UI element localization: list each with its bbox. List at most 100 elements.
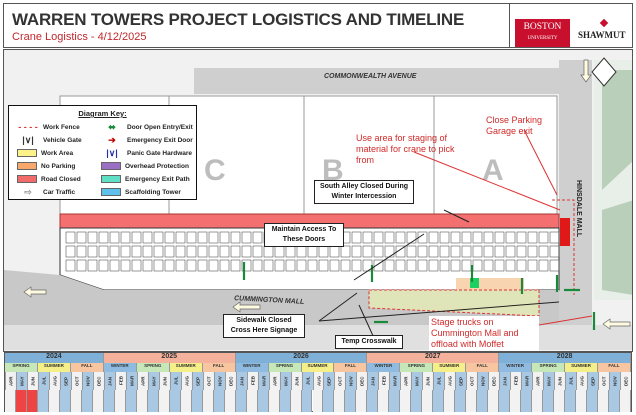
- north-arrow-icon: [591, 57, 617, 87]
- cummington-mall-road: [4, 270, 559, 325]
- room: [472, 245, 483, 258]
- timeline-month: JUL: [565, 372, 577, 390]
- garage-exit-closed: [560, 218, 570, 246]
- room: [208, 245, 219, 258]
- legend-swatch: [17, 149, 37, 157]
- timeline-season: SUMMER: [565, 363, 599, 372]
- room: [120, 259, 131, 272]
- timeline-cell: [455, 390, 467, 412]
- legend-label: Overhead Protection: [125, 162, 189, 170]
- room: [406, 231, 417, 244]
- timeline-month: JAN: [235, 372, 247, 390]
- timeline-month: AUG: [444, 372, 456, 390]
- timeline-year: 2028: [499, 353, 631, 363]
- timeline-cell: [224, 390, 236, 412]
- timeline-month: OCT: [70, 372, 82, 390]
- legend-item: Emergency Exit Path: [101, 173, 190, 185]
- room: [538, 245, 549, 258]
- legend-item: |∨|Vehicle Gate: [17, 134, 81, 146]
- timeline-cell: [543, 390, 555, 412]
- timeline-cell: [213, 390, 225, 412]
- legend-swatch: [101, 188, 121, 196]
- timeline-year: 2025: [103, 353, 236, 363]
- timeline-cell: [334, 390, 346, 412]
- timeline-month: OCT: [202, 372, 214, 390]
- timeline-cell: [5, 390, 16, 412]
- room: [483, 259, 494, 272]
- dashed-red-line-icon: - - - -: [18, 122, 38, 132]
- room: [417, 245, 428, 258]
- timeline-cell: [576, 390, 588, 412]
- timeline-cell: [444, 390, 456, 412]
- room: [549, 231, 560, 244]
- room: [120, 231, 131, 244]
- timeline-season: WINTER: [367, 363, 401, 372]
- timeline-season: WINTER: [103, 363, 137, 372]
- timeline-month: APR: [136, 372, 148, 390]
- room: [219, 245, 230, 258]
- room: [98, 245, 109, 258]
- room: [549, 259, 560, 272]
- timeline-month: MAR: [521, 372, 533, 390]
- room: [87, 231, 98, 244]
- timeline-month: JAN: [103, 372, 115, 390]
- room: [87, 245, 98, 258]
- timeline-cell: [279, 390, 291, 412]
- timeline-cell: [367, 390, 379, 412]
- timeline-cell: [378, 390, 390, 412]
- timeline-cell: [136, 390, 148, 412]
- timeline-cell: [422, 390, 434, 412]
- timeline-cell: [587, 390, 599, 412]
- timeline-month: OCT: [598, 372, 610, 390]
- timeline-month: DEC: [224, 372, 236, 390]
- room: [362, 231, 373, 244]
- timeline-month: JAN: [499, 372, 511, 390]
- legend-swatch: [101, 175, 121, 183]
- legend-swatch: [17, 162, 37, 170]
- shawmut-logo: SHAWMUT: [578, 30, 626, 40]
- room: [164, 231, 175, 244]
- room: [164, 259, 175, 272]
- timeline-month: DEC: [356, 372, 368, 390]
- room: [65, 231, 76, 244]
- room: [230, 231, 241, 244]
- legend-label: Scaffolding Tower: [125, 188, 181, 196]
- panic-gate-icon: |∨|: [106, 147, 118, 158]
- timeline-cell: [532, 390, 544, 412]
- legend-item: Road Closed: [17, 173, 81, 185]
- timeline-cell: [466, 390, 478, 412]
- garage-exit-note: Close Parking Garage exit: [486, 115, 543, 136]
- timeline-month: AUG: [576, 372, 588, 390]
- timeline-cell: [609, 390, 620, 412]
- site-map: C B A Diagram Key: - - - -Work Fence⬌Doo…: [3, 49, 633, 352]
- timeline-cell: [70, 390, 82, 412]
- room: [142, 259, 153, 272]
- room: [263, 259, 274, 272]
- room: [351, 245, 362, 258]
- timeline-season: FALL: [334, 363, 368, 372]
- timeline-month: OCT: [334, 372, 346, 390]
- room: [65, 245, 76, 258]
- room: [208, 259, 219, 272]
- room: [197, 231, 208, 244]
- room: [340, 259, 351, 272]
- room: [494, 231, 505, 244]
- legend-item: |∨|Panic Gate Hardware: [101, 147, 192, 159]
- room: [505, 245, 516, 258]
- timeline-month: JUN: [554, 372, 566, 390]
- room: [395, 231, 406, 244]
- room: [252, 231, 263, 244]
- timeline-month: MAY: [543, 372, 555, 390]
- legend-item: - - - - Work Fence: [17, 121, 80, 133]
- red-arrow-icon: ➔: [108, 134, 116, 145]
- room: [197, 245, 208, 258]
- room: [241, 231, 252, 244]
- timeline-month: SEP: [587, 372, 599, 390]
- timeline-month: AUG: [180, 372, 192, 390]
- room: [87, 259, 98, 272]
- timeline-cell: [301, 390, 313, 412]
- timeline-cell: [180, 390, 192, 412]
- legend-item: Work Area: [17, 147, 73, 159]
- legend-label: Work Area: [41, 149, 74, 157]
- legend-label: Work Fence: [43, 123, 80, 131]
